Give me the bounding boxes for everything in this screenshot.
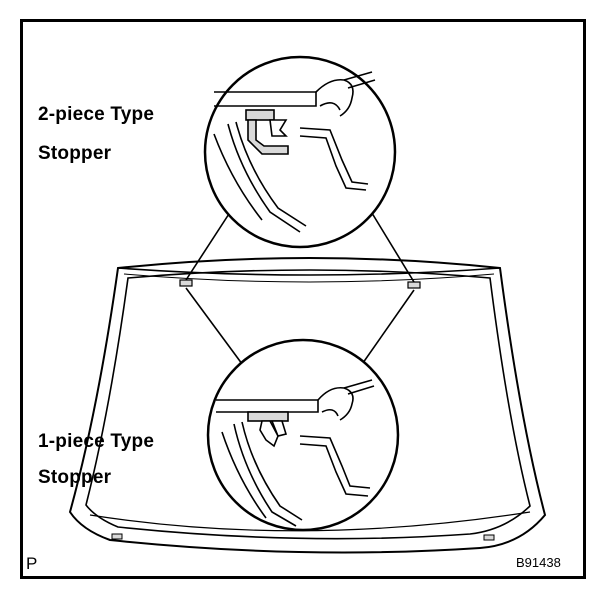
windshield-top-molding-inner xyxy=(123,273,495,283)
bottom-tab-left xyxy=(111,533,123,540)
label-1-piece-stopper: Stopper xyxy=(38,467,112,488)
leader-line-bottom-right xyxy=(357,289,415,371)
windshield-outer-outline xyxy=(68,257,547,554)
detail-1-piece-contents xyxy=(216,379,375,527)
label-1-piece-type: 1-piece Type xyxy=(38,431,155,452)
corner-mark: P xyxy=(26,554,38,573)
windshield-top-molding xyxy=(117,267,501,276)
leader-line-bottom-left xyxy=(185,287,249,373)
two-piece-stopper xyxy=(245,109,289,155)
detail-2-piece-contents xyxy=(213,71,376,233)
bottom-tab-right xyxy=(483,534,495,541)
figure-code: B91438 xyxy=(516,555,561,570)
label-2-piece-type: 2-piece Type xyxy=(38,104,155,125)
stopper-marker-left xyxy=(179,279,193,287)
detail-circle-2-piece xyxy=(203,55,397,249)
stopper-marker-right xyxy=(407,281,421,289)
label-2-piece-stopper: Stopper xyxy=(38,143,112,164)
one-piece-stopper xyxy=(247,411,289,448)
